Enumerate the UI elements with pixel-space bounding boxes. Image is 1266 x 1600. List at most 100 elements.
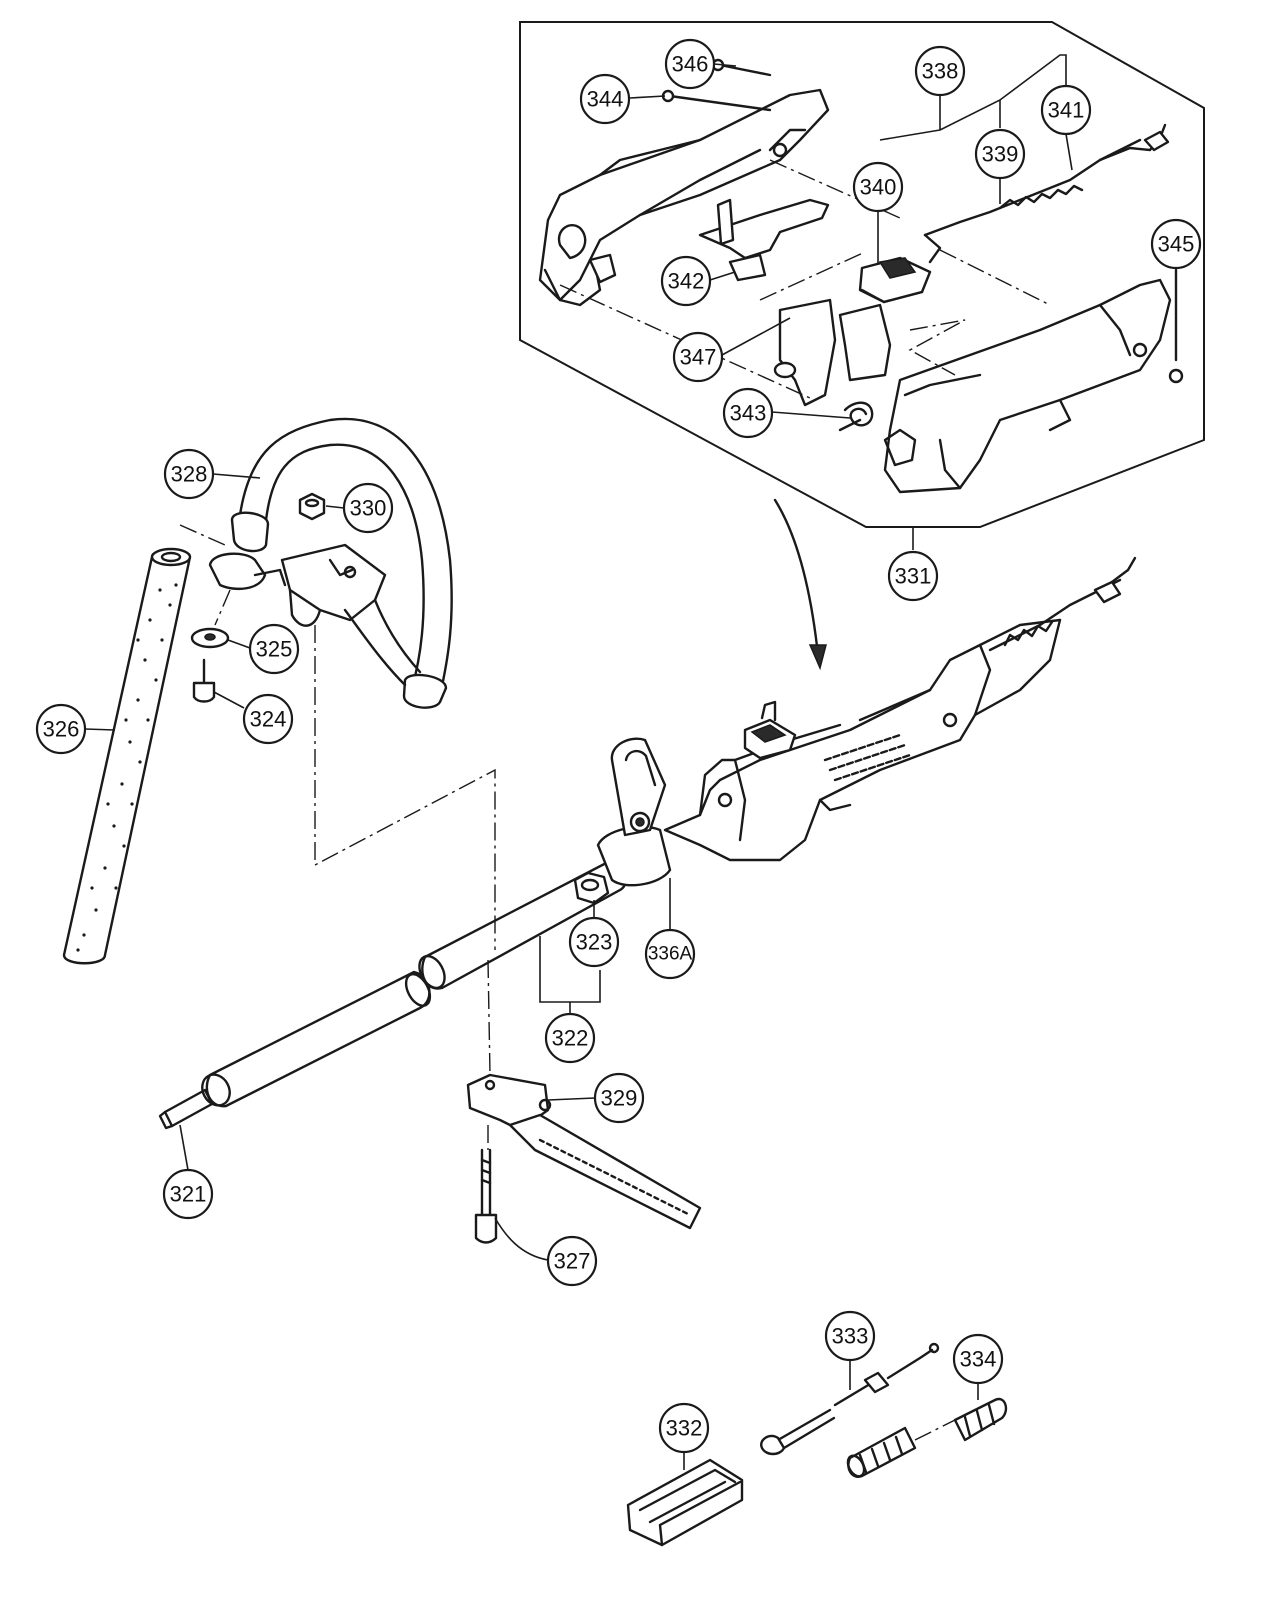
- inset-switch-block: [858, 256, 932, 304]
- callout-324: 324: [242, 693, 294, 745]
- svg-text:341: 341: [1048, 98, 1085, 123]
- housing-332: [626, 1458, 744, 1547]
- spring-334: [846, 1397, 1008, 1478]
- svg-text:347: 347: [680, 345, 717, 370]
- callout-345: 345: [1150, 218, 1202, 270]
- leader-328: [212, 473, 261, 479]
- svg-text:326: 326: [43, 717, 80, 742]
- callout-330: 330: [342, 482, 394, 534]
- svg-text:345: 345: [1158, 232, 1195, 257]
- inset-throttle-trigger: [773, 298, 892, 407]
- leader-329: [547, 1097, 596, 1101]
- callout-344: 344: [579, 73, 631, 125]
- bolt-324: [192, 658, 216, 703]
- svg-text:324: 324: [250, 707, 287, 732]
- callout-336A: 336A: [644, 928, 696, 980]
- nut-330: [298, 492, 326, 521]
- main-wire-harness: [988, 556, 1137, 652]
- leader-338: [879, 54, 1067, 141]
- svg-text:332: 332: [666, 1416, 703, 1441]
- main-dash-2: [214, 589, 231, 626]
- callout-326: 326: [35, 703, 87, 755]
- inset-screws-344-346: [661, 58, 772, 112]
- callout-328: 328: [163, 448, 215, 500]
- svg-text:338: 338: [922, 59, 959, 84]
- leader-326: [84, 728, 116, 731]
- callout-342: 342: [660, 255, 712, 307]
- leader-327: [494, 1217, 549, 1261]
- leader-344: [629, 95, 666, 99]
- callout-321: 321: [162, 1168, 214, 1220]
- svg-text:323: 323: [576, 930, 613, 955]
- callout-325: 325: [248, 623, 300, 675]
- inset-dash-3: [759, 251, 866, 301]
- svg-text:339: 339: [982, 142, 1019, 167]
- svg-text:343: 343: [730, 401, 767, 426]
- main-dash-3: [314, 625, 496, 950]
- main-dash-4: [487, 959, 491, 1076]
- main-dash-1: [179, 524, 226, 546]
- nut-323: [573, 871, 610, 905]
- svg-text:327: 327: [554, 1249, 591, 1274]
- svg-text:334: 334: [960, 1347, 997, 1372]
- svg-text:342: 342: [668, 269, 705, 294]
- leader-343: [771, 411, 851, 419]
- callout-346: 346: [664, 38, 716, 90]
- svg-text:328: 328: [171, 462, 208, 487]
- handle-clamp-330: [280, 543, 422, 687]
- drive-shaft-tube-321: [158, 970, 432, 1130]
- inset-switch-lever: [698, 198, 830, 282]
- grip-326: [62, 547, 192, 965]
- inset-spring: [838, 401, 874, 432]
- leader-322: [539, 936, 601, 1014]
- svg-text:340: 340: [860, 175, 897, 200]
- callout-322: 322: [544, 1012, 596, 1064]
- callout-331: 331: [887, 550, 939, 602]
- clamp-336A: [596, 737, 672, 887]
- leader-325: [227, 639, 251, 649]
- inset-dash-5: [939, 249, 1051, 306]
- svg-text:322: 322: [552, 1026, 589, 1051]
- main-handle-assembly: [663, 618, 1062, 862]
- grip-texture: [76, 583, 178, 952]
- svg-text:329: 329: [601, 1086, 638, 1111]
- leader-347: [721, 317, 791, 356]
- inset-dash-4: [908, 319, 966, 376]
- handle-base-left: [208, 552, 287, 591]
- callout-329: 329: [593, 1072, 645, 1124]
- handle-bar-loop-328: [230, 417, 453, 709]
- svg-text:344: 344: [587, 87, 624, 112]
- leader-342: [709, 271, 736, 281]
- callout-343: 343: [722, 387, 774, 439]
- bolt-327: [474, 1148, 498, 1244]
- callout-333: 333: [824, 1310, 876, 1362]
- svg-text:336A: 336A: [648, 944, 693, 965]
- washer-325: [190, 627, 230, 649]
- lever-329: [466, 1073, 702, 1230]
- callout-341: 341: [1040, 84, 1092, 136]
- leader-346: [713, 63, 737, 67]
- detail-inset-frame: [519, 21, 1205, 528]
- svg-text:325: 325: [256, 637, 293, 662]
- inset-screw-345: [1168, 268, 1184, 384]
- leader-330: [325, 505, 345, 509]
- cable-333: [760, 1342, 940, 1456]
- leader-341: [1065, 133, 1073, 171]
- leader-321: [179, 1124, 189, 1171]
- callout-340: 340: [852, 161, 904, 213]
- svg-text:333: 333: [832, 1324, 869, 1349]
- inset-wire-harness: [923, 123, 1170, 264]
- inset-handle-lower-half: [883, 278, 1172, 494]
- svg-text:321: 321: [170, 1182, 207, 1207]
- svg-text:331: 331: [895, 564, 932, 589]
- callout-338: 338: [914, 45, 966, 97]
- leader-324: [213, 691, 245, 709]
- callout-347: 347: [672, 331, 724, 383]
- svg-text:330: 330: [350, 496, 387, 521]
- callout-327: 327: [546, 1235, 598, 1287]
- callout-339: 339: [974, 128, 1026, 180]
- svg-text:346: 346: [672, 52, 709, 77]
- callout-332: 332: [658, 1402, 710, 1454]
- callout-323: 323: [568, 916, 620, 968]
